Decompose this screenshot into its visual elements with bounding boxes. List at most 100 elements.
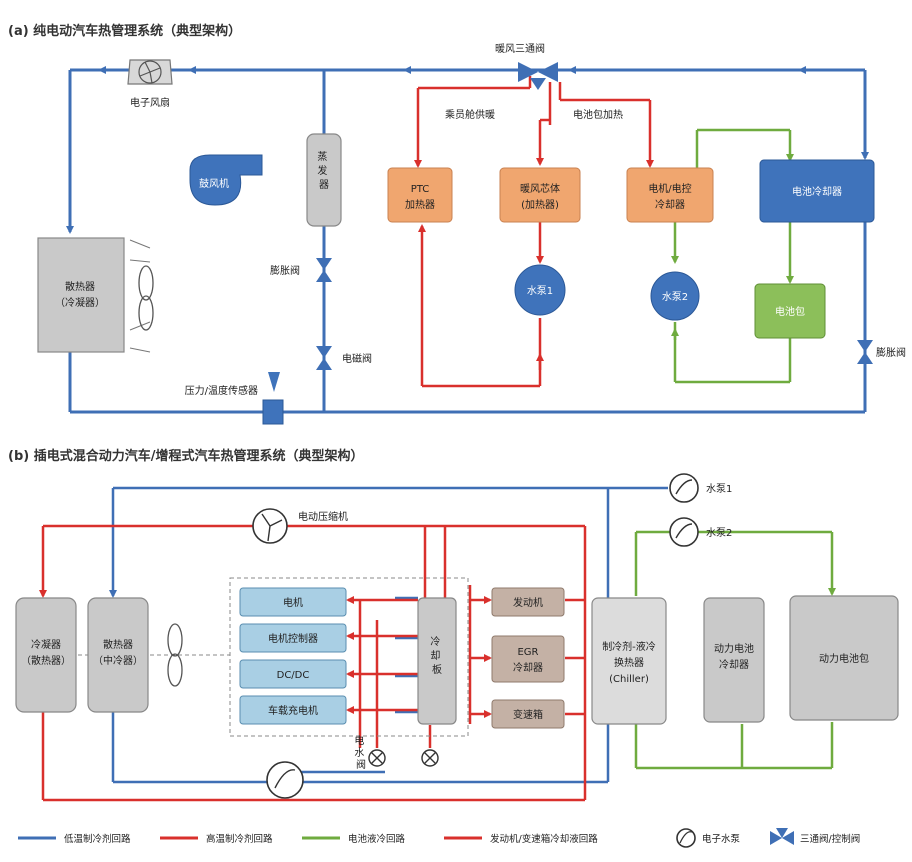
electronic-fan [127,59,173,85]
solenoid-valve-a-label: 电磁阀 [342,352,372,365]
water-valve-char-3: 阀 [356,758,366,771]
radiator-b-label-2: （中冷器） [93,654,143,667]
condenser-b-label-2: （散热器） [21,654,71,667]
blower [189,154,263,206]
evaporator-label: 蒸 发 器 [317,151,330,191]
water-valve-label: 电 水 阀 [354,734,367,771]
charger-box [239,695,347,725]
motor-cooler-a-label-1: 电机/电控 [648,182,691,195]
radiator-b-label-1: 散热器 [103,638,133,651]
legend-engine: 发动机/变速箱冷却液回路 [490,833,598,845]
engine-box [491,587,565,617]
egr-cooler-label-2: 冷却器 [513,661,543,674]
expansion-valve-a-left [316,258,332,282]
water-valve-2 [421,749,439,767]
chiller-label-1: 制冷剂-液冷 [602,640,656,653]
battery-pack-b-label: 动力电池包 [819,652,869,665]
evaporator-char-1: 蒸 [317,151,327,163]
battery-cooler-b-label-2: 冷却器 [719,658,749,671]
chiller [591,597,667,725]
pump-2-b [669,517,699,547]
legend-pump-icon [676,828,696,848]
battery-cooler-b-label-1: 动力电池 [714,642,754,655]
pump-2-a [650,271,700,321]
compressor [252,508,288,544]
three-way-valve [518,62,558,90]
evaporator-char-3: 器 [319,179,329,191]
egr-cooler-label-1: EGR [517,647,538,658]
panel-a-red-lines [414,76,654,388]
radiator-a-label-1: 散热器 [65,280,95,293]
pump-1-a-label: 水泵1 [527,285,553,297]
dcdc-box [239,659,347,689]
heater-core-label-2: (加热器) [521,198,559,211]
panel-b-green-lines [634,530,836,770]
three-way-valve-label: 暖风三通阀 [495,42,545,55]
blower-label: 鼓风机 [199,177,229,190]
solenoid-valve-a [316,346,332,370]
ptc-heater-label-2: 加热器 [405,198,435,211]
cold-plate-char-3: 板 [432,663,442,676]
panel-b-red-lines [39,524,587,802]
pump-2-b-label: 水泵2 [706,527,732,539]
radiator-a [37,237,154,353]
condenser-b-label-1: 冷凝器 [31,638,61,651]
motor-label: 电机 [283,596,303,609]
expansion-valve-a-right-label: 膨胀阀 [876,346,906,359]
cabin-heating-label: 乘员舱供暖 [445,108,495,121]
evaporator-char-2: 发 [317,164,327,177]
panel-b-title: (b) 插电式混合动力汽车/增程式汽车热管理系统（典型架构） [8,448,363,464]
pressure-sensor [262,372,284,425]
legend: 低温制冷剂回路 高温制冷剂回路 电池液冷回路 发动机/变速箱冷却液回路 电子水泵… [18,828,860,848]
water-valve-1 [368,749,386,767]
pump-1-a [514,264,566,316]
pump-2-a-label: 水泵2 [662,291,688,303]
ptc-heater-label-1: PTC [411,184,430,195]
pressure-sensor-label: 压力/温度传感器 [185,384,258,397]
motor-controller-box [239,623,347,653]
motor-cooler-a [626,167,714,223]
battery-heating-label: 电池包加热 [573,108,623,121]
battery-cooler-a [759,159,875,223]
cold-plate-label: 冷 却 板 [430,635,443,676]
cold-plate [417,597,457,725]
expansion-valve-a-right [857,340,873,364]
condenser-b [15,597,77,713]
motor-controller-label: 电机控制器 [268,632,318,645]
panel-a-title: (a) 纯电动汽车热管理系统（典型架构） [8,23,241,39]
expansion-valve-a-left-label: 膨胀阀 [270,264,300,277]
dcdc-label: DC/DC [277,670,310,681]
radiator-b [87,597,149,713]
pump-1-b-label: 水泵1 [706,483,732,495]
legend-pump: 电子水泵 [702,833,741,845]
water-valve-char-1: 电 [354,734,364,747]
egr-cooler-box [491,635,565,683]
charger-label: 车载充电机 [268,704,318,717]
chiller-label-2: 换热器 [614,656,644,669]
motor-cooler-a-label-2: 冷却器 [655,198,685,211]
pump-1-b [669,473,699,503]
heater-core [499,167,581,223]
cold-plate-char-2: 却 [430,650,440,662]
gearbox-label: 变速箱 [513,708,543,721]
panel-b-dashed [78,577,469,737]
panel-a-green-lines [671,128,794,384]
engine-label: 发动机 [513,596,543,609]
battery-cooler-a-label: 电池冷却器 [792,185,842,198]
heater-core-label-1: 暖风芯体 [520,182,560,195]
battery-pack-a-label: 电池包 [775,305,805,318]
legend-low-temp: 低温制冷剂回路 [64,833,131,845]
water-valve-char-2: 水 [354,747,364,759]
legend-high-temp: 高温制冷剂回路 [206,833,273,845]
radiator-a-label-2: （冷凝器） [55,296,105,309]
compressor-label: 电动压缩机 [298,510,348,523]
panel-a-blue-lines [66,66,869,414]
ptc-heater [387,167,453,223]
gearbox-box [491,699,565,729]
fan-b-icon [167,623,183,687]
evaporator [306,133,342,227]
chiller-label-3: (Chiller) [609,674,649,685]
legend-valve-icon [770,828,794,845]
legend-valve: 三通阀/控制阀 [800,833,860,845]
